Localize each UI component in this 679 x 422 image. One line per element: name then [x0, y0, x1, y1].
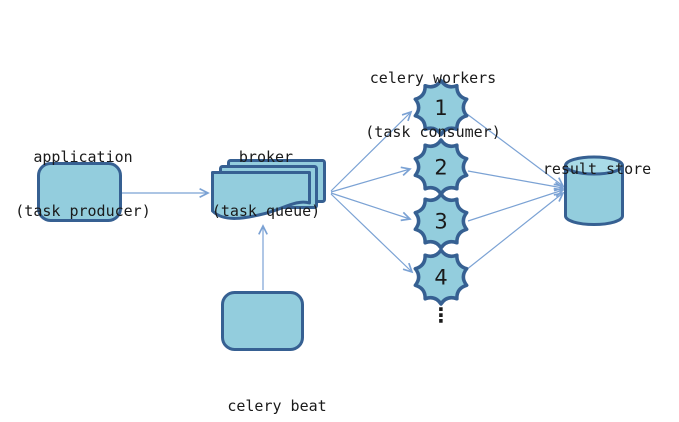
broker-label: broker (task queue): [191, 112, 341, 256]
broker-doc-front: [211, 171, 311, 220]
broker-label-line1: broker: [238, 148, 294, 166]
application-label-line1: application: [33, 148, 133, 166]
arrow-broker-to-worker-4: [330, 193, 412, 272]
application-label-line2: (task producer): [15, 202, 151, 220]
celery-beat-label: celery beat (task scheduler): [201, 361, 353, 422]
arrow-worker-4-to-store: [465, 193, 563, 271]
worker-2-number: 2: [434, 156, 447, 180]
worker-seals: 1 2 3 4: [413, 78, 469, 306]
cylinder-body: [564, 165, 624, 226]
more-workers-ellipsis: ⋮: [431, 303, 451, 327]
worker-seal-4: [413, 248, 469, 306]
celery-workers-label: celery workers (task consumer): [358, 33, 508, 177]
arrow-worker-3-to-store: [467, 190, 563, 222]
celery-beat-box: [221, 291, 304, 351]
application-box: [37, 162, 122, 222]
arrow-broker-to-worker-1: [330, 112, 411, 192]
worker-seal-3: [413, 192, 469, 250]
application-label: application (task producer): [8, 112, 158, 256]
worker-3-number: 3: [434, 210, 447, 234]
result-store-cylinder: [564, 155, 624, 226]
broker-label-line2: (task queue): [211, 202, 321, 220]
result-store-label-line1: result store: [542, 160, 652, 178]
connector-arrows: [122, 112, 563, 290]
arrow-broker-to-worker-2: [330, 169, 410, 193]
celery-workers-label-line1: celery workers: [369, 69, 497, 87]
celery-beat-label-line1: celery beat: [227, 397, 327, 415]
arrow-worker-2-to-store: [467, 170, 563, 188]
worker-seal-1: [413, 78, 469, 137]
cylinder-top: [564, 155, 624, 176]
worker-4-number: 4: [434, 266, 447, 290]
broker-document-stack: [211, 159, 326, 220]
worker-1-number: 1: [434, 96, 447, 120]
result-store-label: result store: [522, 124, 672, 214]
arrow-worker-1-to-store: [466, 113, 563, 186]
celery-workers-label-line2: (task consumer): [365, 123, 501, 141]
arrow-broker-to-worker-3: [330, 192, 410, 219]
